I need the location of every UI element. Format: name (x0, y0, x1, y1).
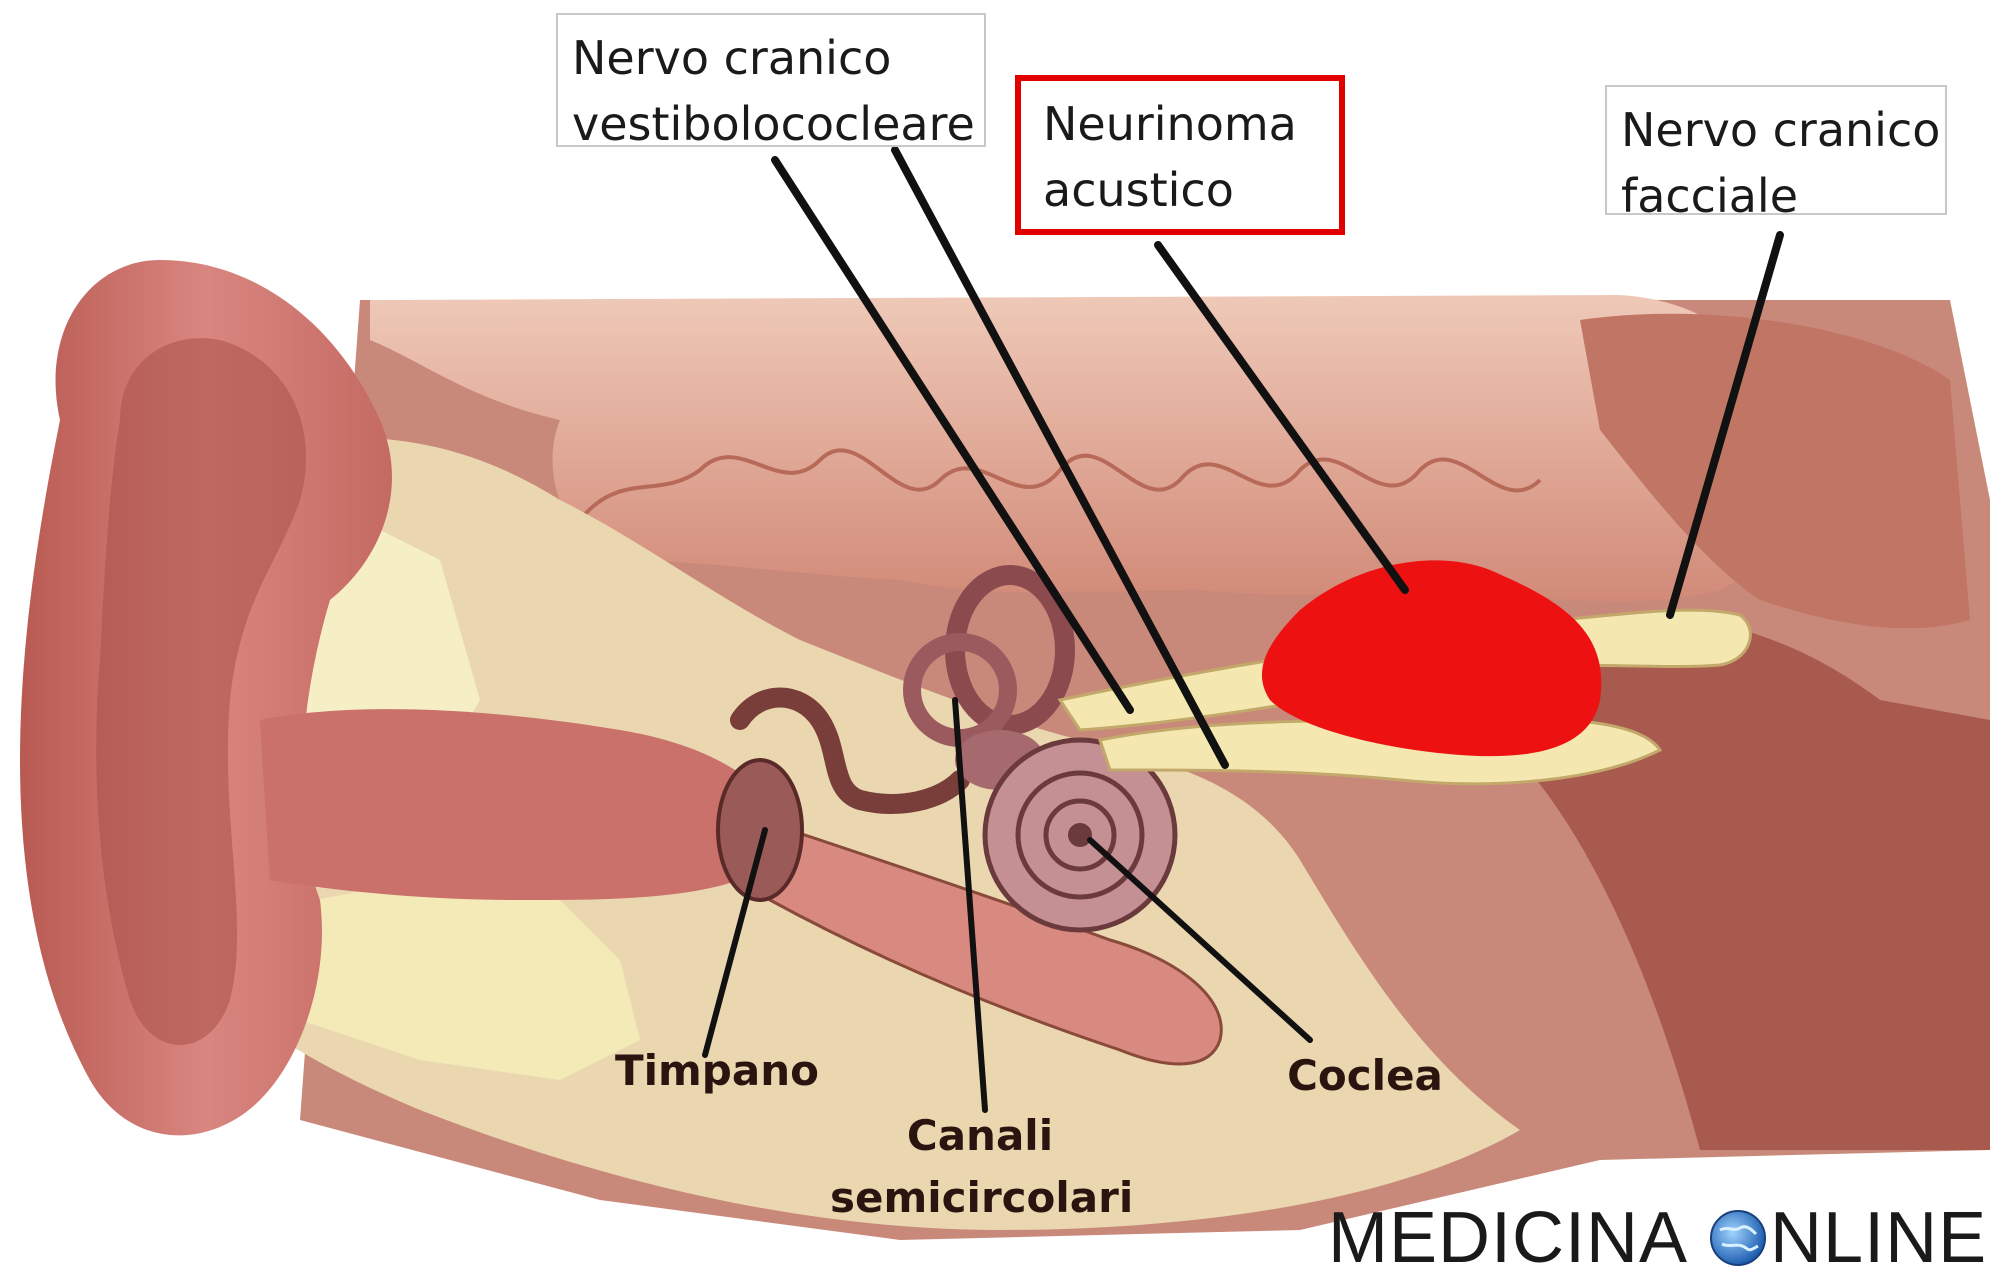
eustachian-tube (758, 817, 1223, 1066)
leader-vestibulocochlear-2 (891, 146, 1229, 769)
auricle-inner (96, 338, 307, 1045)
label-neurinoma-line2: acustico (1043, 163, 1234, 217)
label-vestibulocochlear-line2: vestibolococleare (572, 97, 975, 151)
leader-facial (1666, 231, 1784, 619)
label-timpano: Timpano (615, 1046, 819, 1095)
brain-lobe (370, 295, 1797, 602)
ear-canal (260, 709, 771, 900)
tympanic-membrane (716, 758, 804, 902)
label-vestibulocochlear-line1: Nervo cranico (572, 31, 892, 85)
brain-gyri (578, 448, 1542, 522)
leader-coclea (1087, 837, 1313, 1043)
tumor (1261, 560, 1602, 757)
globe-icon (1710, 1210, 1767, 1266)
leader-timpano (702, 827, 768, 1058)
cerebellum (1580, 313, 1970, 629)
leader-vestibulocochlear-1 (771, 156, 1134, 714)
label-acoustic-neuroma: Neurinoma acustico (1015, 75, 1345, 235)
label-canali-line2: semicircolari (830, 1173, 1134, 1222)
watermark-right-text: NLINE (1770, 1198, 1988, 1278)
label-vestibulocochlear-nerve: Nervo cranico vestibolococleare (556, 13, 986, 151)
watermark-left-text: MEDICINA (1328, 1198, 1689, 1278)
leader-neurinoma (1154, 241, 1409, 594)
ossicles (730, 687, 970, 814)
label-facial-nerve: Nervo cranico facciale (1605, 85, 1947, 223)
leader-canali (952, 697, 988, 1113)
label-canali-semicircolari: Canali semicircolari (830, 1105, 1134, 1229)
label-coclea: Coclea (1287, 1051, 1443, 1100)
label-neurinoma-line1: Neurinoma (1043, 97, 1297, 151)
watermark-medicina-online: MEDICINA NLINE (1328, 1200, 1987, 1276)
label-facial-line1: Nervo cranico (1621, 103, 1941, 157)
label-facial-line2: facciale (1621, 169, 1799, 223)
label-canali-line1: Canali (906, 1111, 1054, 1160)
